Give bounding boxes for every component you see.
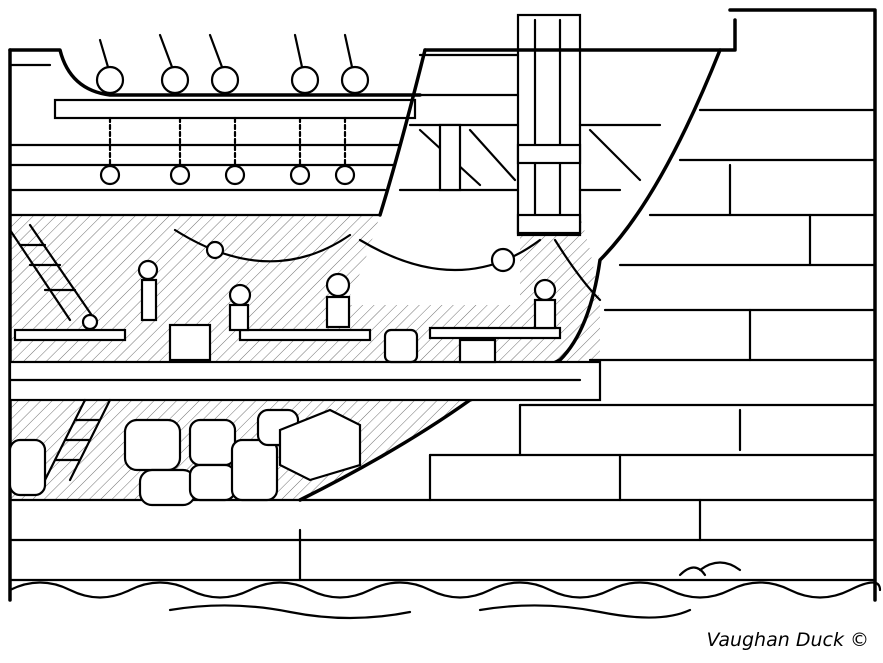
upper-deck-left (8, 48, 422, 602)
cargo-barrels (8, 408, 362, 507)
deck-beams (398, 53, 662, 192)
hull (8, 8, 877, 602)
hammocks (173, 228, 602, 302)
ladders (8, 223, 112, 482)
sailors (81, 240, 557, 332)
waves (8, 561, 882, 620)
artist-signature: Vaughan Duck © (706, 629, 869, 651)
tables (13, 323, 562, 364)
main-mast (516, 13, 582, 237)
rigging-pulleys (95, 33, 370, 186)
